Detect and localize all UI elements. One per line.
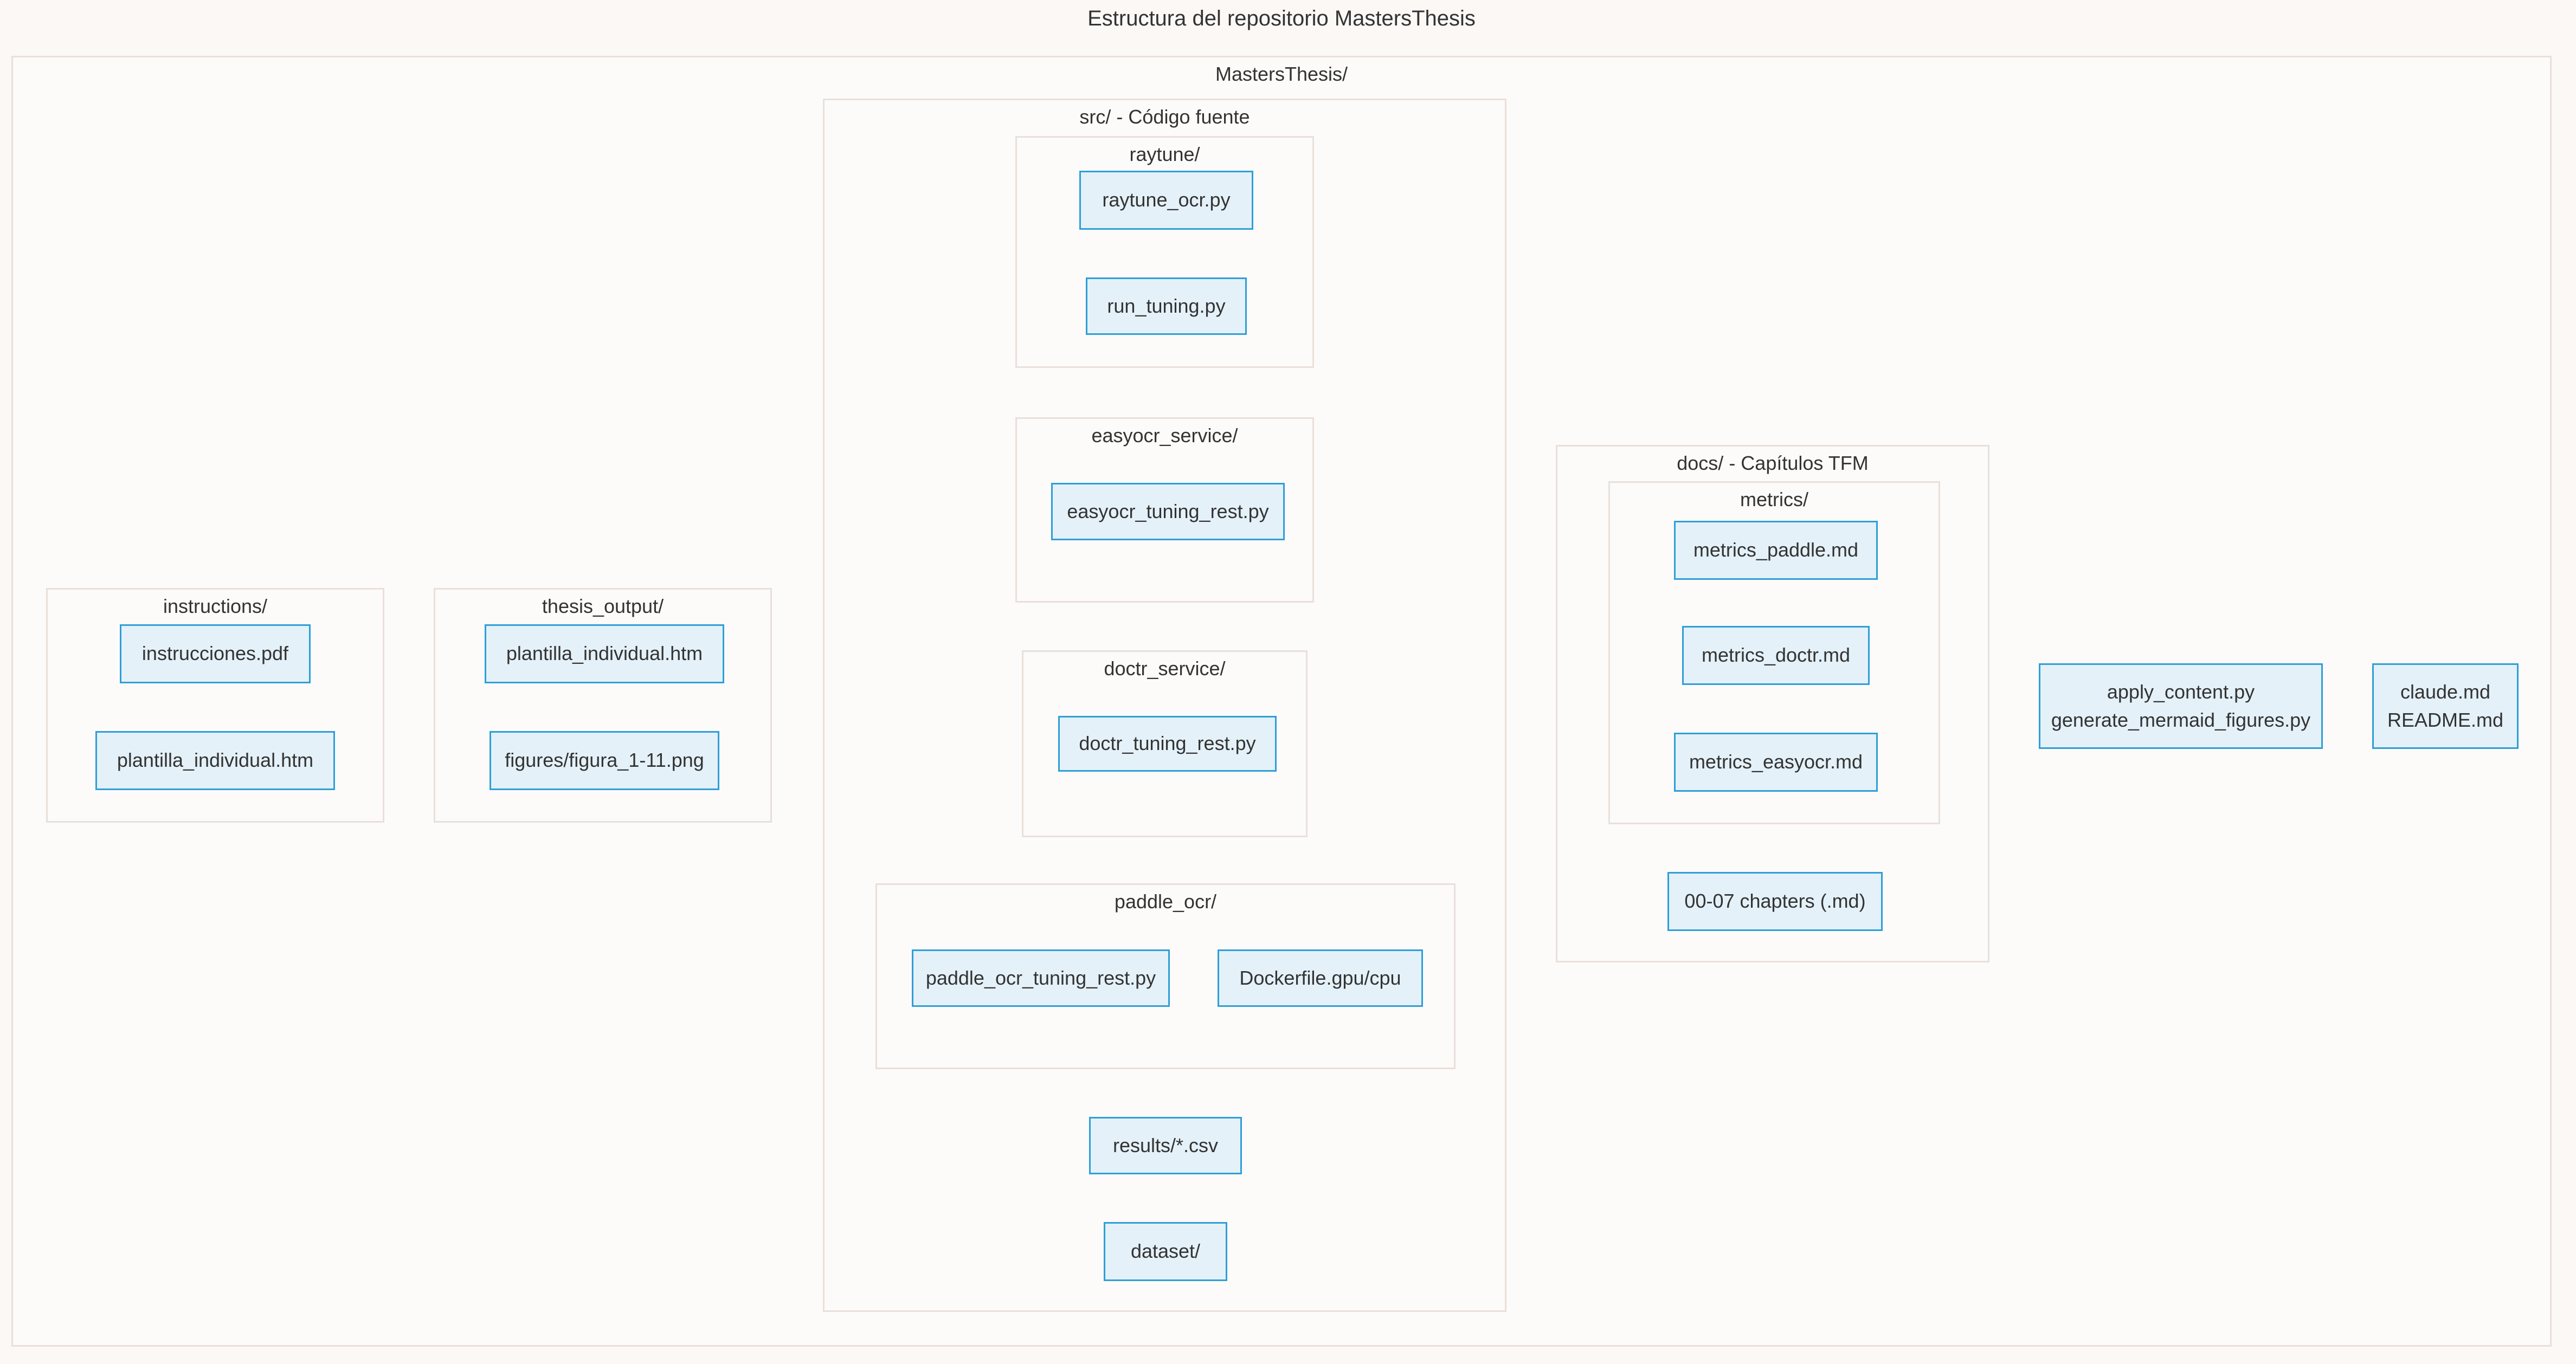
cluster-instructions: instructions/ instrucciones.pdf plantill… <box>46 588 384 823</box>
file-node-doctr-tuning-rest-py: doctr_tuning_rest.py <box>1058 716 1277 772</box>
file-node-label: instrucciones.pdf <box>141 642 289 665</box>
file-node-metrics-paddle-md: metrics_paddle.md <box>1674 521 1878 580</box>
cluster-metrics-label: metrics/ <box>1740 488 1808 510</box>
file-node-label: metrics_paddle.md <box>1693 539 1859 561</box>
file-node-raytune-ocr-py: raytune_ocr.py <box>1079 171 1253 230</box>
cluster-docs: docs/ - Capítulos TFM metrics/ metrics_p… <box>1556 445 1989 962</box>
file-node-label-line1: claude.md <box>2400 680 2491 703</box>
file-node-label-line1: apply_content.py <box>2107 680 2255 703</box>
file-node-label-line2: README.md <box>2387 709 2504 731</box>
cluster-easyocr-service: easyocr_service/ easyocr_tuning_rest.py <box>1015 417 1314 603</box>
cluster-thesis-output-label: thesis_output/ <box>542 595 664 617</box>
file-node-run-tuning-py: run_tuning.py <box>1086 277 1247 335</box>
cluster-instructions-label: instructions/ <box>163 595 268 617</box>
file-node-root-docs: claude.md README.md <box>2372 663 2519 749</box>
file-node-label: plantilla_individual.htm <box>117 749 314 772</box>
cluster-metrics: metrics/ metrics_paddle.md metrics_doctr… <box>1608 481 1940 824</box>
file-node-plantilla-individual-htm-instructions: plantilla_individual.htm <box>95 731 335 790</box>
file-node-label: run_tuning.py <box>1107 294 1226 317</box>
cluster-docs-label: docs/ - Capítulos TFM <box>1677 452 1869 474</box>
file-node-label: easyocr_tuning_rest.py <box>1067 500 1269 522</box>
file-node-root-scripts: apply_content.py generate_mermaid_figure… <box>2039 663 2323 749</box>
cluster-raytune: raytune/ raytune_ocr.py run_tuning.py <box>1015 136 1314 368</box>
file-node-label: 00-07 chapters (.md) <box>1684 890 1866 913</box>
file-node-easyocr-tuning-rest-py: easyocr_tuning_rest.py <box>1051 483 1285 540</box>
file-node-label: results/*.csv <box>1112 1134 1219 1156</box>
file-node-label: metrics_easyocr.md <box>1689 751 1863 773</box>
file-node-instrucciones-pdf: instrucciones.pdf <box>120 624 311 683</box>
folder-node-dataset: dataset/ <box>1104 1222 1227 1281</box>
file-node-chapters-md: 00-07 chapters (.md) <box>1667 872 1883 931</box>
file-node-label: plantilla_individual.htm <box>506 642 703 665</box>
file-node-dockerfile-gpu-cpu: Dockerfile.gpu/cpu <box>1218 949 1423 1007</box>
file-node-plantilla-individual-htm-thesis: plantilla_individual.htm <box>485 624 724 683</box>
file-node-figures-figura-png: figures/figura_1-11.png <box>490 731 719 790</box>
file-node-metrics-easyocr-md: metrics_easyocr.md <box>1674 733 1878 792</box>
cluster-doctr-service: doctr_service/ doctr_tuning_rest.py <box>1022 650 1308 837</box>
cluster-paddle-ocr-label: paddle_ocr/ <box>1114 890 1217 913</box>
file-node-label-line2: generate_mermaid_figures.py <box>2051 709 2311 731</box>
cluster-mastersthesis-label: MastersThesis/ <box>1215 63 1348 85</box>
cluster-thesis-output: thesis_output/ plantilla_individual.htm … <box>434 588 772 823</box>
cluster-raytune-label: raytune/ <box>1129 143 1200 165</box>
file-node-metrics-doctr-md: metrics_doctr.md <box>1682 626 1870 685</box>
file-node-label: raytune_ocr.py <box>1102 189 1231 211</box>
cluster-doctr-service-label: doctr_service/ <box>1104 657 1226 680</box>
file-node-label: metrics_doctr.md <box>1701 644 1851 667</box>
file-node-results-csv: results/*.csv <box>1089 1117 1242 1174</box>
cluster-easyocr-service-label: easyocr_service/ <box>1091 424 1238 447</box>
file-node-label: paddle_ocr_tuning_rest.py <box>925 966 1156 989</box>
file-node-label: dataset/ <box>1130 1240 1201 1263</box>
diagram-title: Estructura del repositorio MastersThesis <box>1087 7 1476 30</box>
cluster-mastersthesis: MastersThesis/ src/ - Código fuente rayt… <box>11 56 2552 1347</box>
file-node-label: figures/figura_1-11.png <box>505 749 704 772</box>
file-node-paddle-ocr-tuning-rest-py: paddle_ocr_tuning_rest.py <box>912 949 1170 1007</box>
cluster-src: src/ - Código fuente raytune/ raytune_oc… <box>823 99 1506 1312</box>
cluster-paddle-ocr: paddle_ocr/ paddle_ocr_tuning_rest.py Do… <box>875 883 1456 1069</box>
file-node-label: doctr_tuning_rest.py <box>1079 732 1256 755</box>
file-node-label: Dockerfile.gpu/cpu <box>1239 966 1401 989</box>
cluster-src-label: src/ - Código fuente <box>1079 106 1250 128</box>
